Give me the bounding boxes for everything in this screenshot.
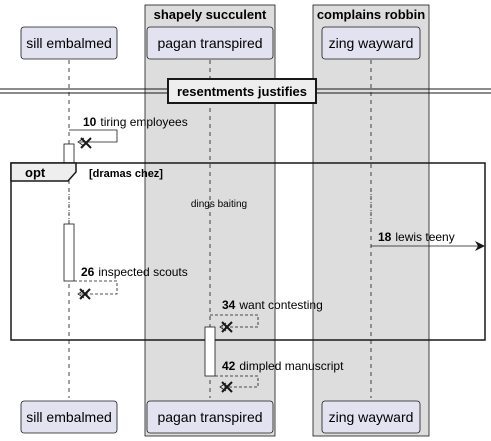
activation-bar [63, 143, 75, 165]
message-number: 18 [378, 230, 392, 244]
actor-bottom-sill-embalmed[interactable]: sill embalmed [20, 400, 118, 434]
actor-top-sill-embalmed[interactable]: sill embalmed [20, 26, 118, 60]
message-number: 42 [222, 359, 236, 373]
actor-label: pagan transpired [157, 409, 262, 425]
activation-bar [204, 326, 216, 377]
actor-bottom-zing-wayward[interactable]: zing wayward [321, 400, 421, 434]
actor-label: zing wayward [329, 35, 414, 51]
destroy-icon [79, 288, 91, 300]
message-text: dimpled manuscript [239, 359, 344, 373]
message-number: 34 [222, 298, 236, 312]
destroy-icon [221, 381, 233, 393]
message-number: 26 [81, 265, 95, 279]
divider: resentments justifies [0, 78, 491, 104]
box-title: shapely succulent [154, 7, 267, 22]
actor-label: zing wayward [329, 409, 414, 425]
fragment-guard: [dramas chez] [89, 168, 163, 180]
message-text: want contesting [238, 298, 322, 312]
destroy-icon [80, 137, 92, 149]
actor-label: sill embalmed [26, 35, 112, 51]
opt-fragment: opt [dramas chez] [10, 162, 486, 341]
actor-label: pagan transpired [157, 35, 262, 51]
actor-bottom-pagan-transpired[interactable]: pagan transpired [146, 400, 274, 434]
note-text: dings baiting [191, 199, 247, 210]
actor-top-pagan-transpired[interactable]: pagan transpired [146, 26, 274, 60]
fragment-keyword: opt [25, 165, 46, 180]
actor-label: sill embalmed [26, 409, 112, 425]
box-title: complains robbin [317, 7, 425, 22]
activation-bar [63, 223, 75, 282]
divider-label: resentments justifies [177, 84, 307, 99]
destroy-icon [221, 321, 233, 333]
message-number: 10 [83, 115, 97, 129]
message-text: lewis teeny [395, 230, 454, 244]
message-text: tiring employees [100, 115, 187, 129]
actor-top-zing-wayward[interactable]: zing wayward [321, 26, 421, 60]
message-text: inspected scouts [98, 265, 187, 279]
